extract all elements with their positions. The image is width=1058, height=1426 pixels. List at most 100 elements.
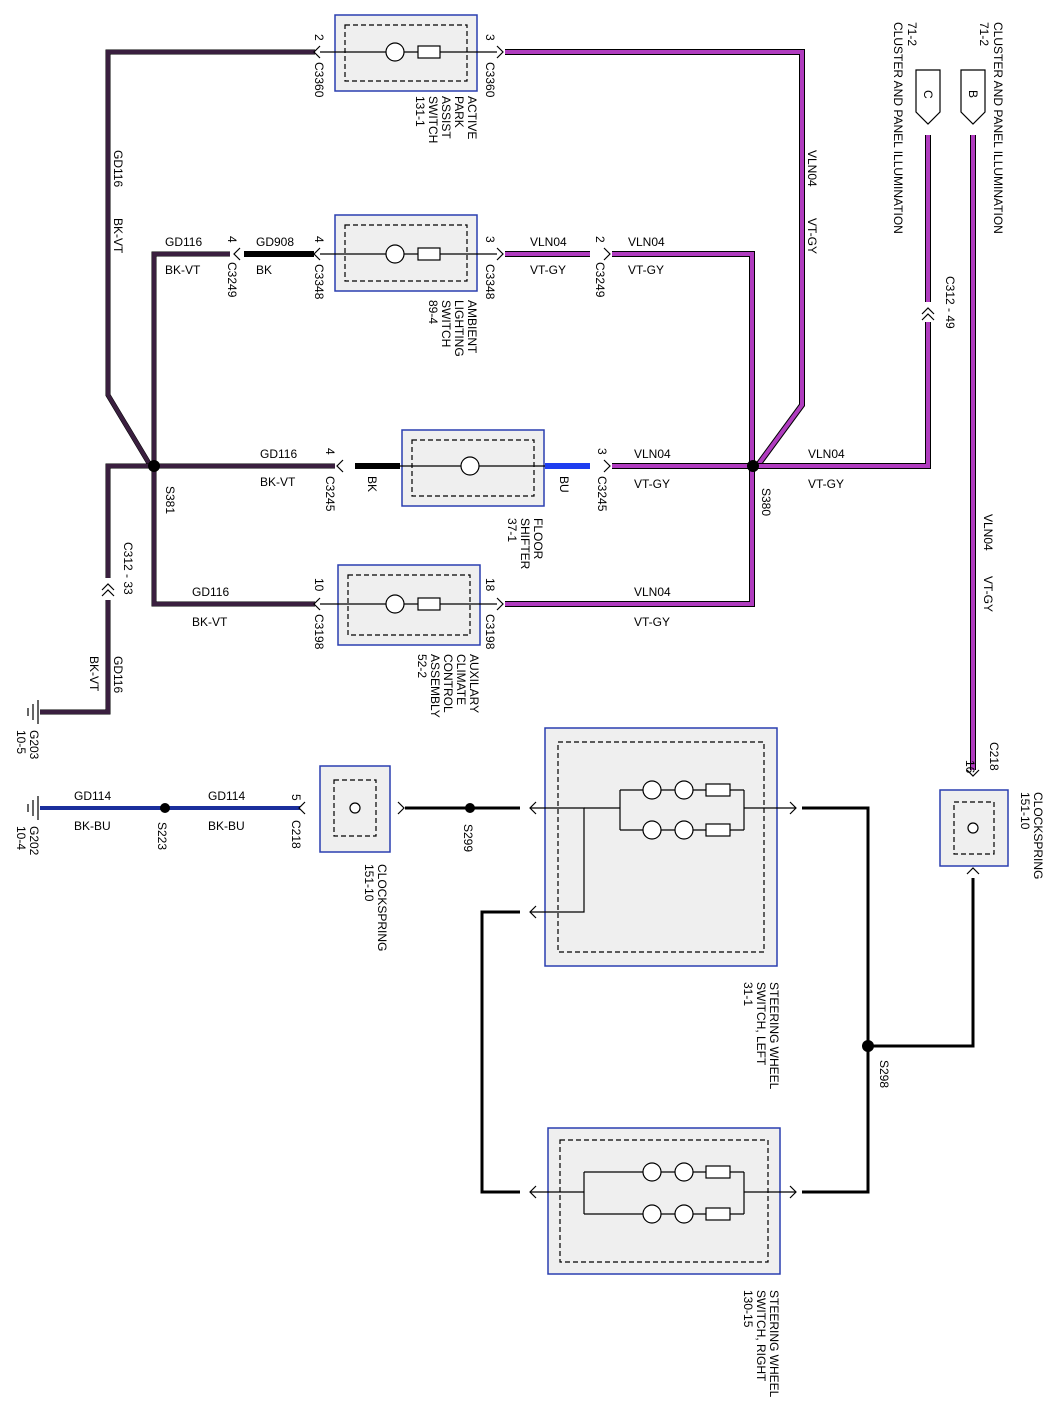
c3249-left-name: C3249 [225, 262, 239, 298]
cs-left-pin: 5 [289, 794, 303, 801]
ambient-wire-bk: BK [256, 263, 272, 277]
ambient-wire-vt-gy-a: VT-GY [530, 263, 566, 277]
offpage-b-label: CLUSTER AND PANEL ILLUMINATION [991, 22, 1005, 234]
sw-left-label-0: STEERING WHEEL [767, 982, 781, 1090]
floor-label-1: SHIFTER [518, 518, 532, 570]
park-label-3: SWITCH [426, 96, 440, 143]
g203-wire-bk-vt: BK-VT [87, 656, 101, 692]
g202-name: G202 [27, 826, 41, 856]
aux-label-3: ASSEMBLY [428, 654, 442, 718]
cs-right-conn: C218 [987, 742, 1001, 771]
splice-s299-label: S299 [461, 824, 475, 852]
floor-conn-left: C3245 [323, 476, 337, 512]
splice-s381 [148, 460, 160, 472]
g202-wire-bk-bu-a: BK-BU [74, 819, 111, 833]
g203-wire-gd116: GD116 [111, 656, 125, 693]
floor-pin-left: 4 [323, 448, 337, 455]
floor-wire-gd116: GD116 [260, 447, 297, 461]
cluster-wire-vt-gy: VT-GY [808, 477, 844, 491]
wire-vln04-park [505, 49, 805, 467]
ground-g202-symbol [27, 796, 39, 820]
park-label-0: ACTIVE [465, 96, 479, 139]
wire-bk-vt-top [105, 49, 315, 467]
wire-label-gd116-top: GD116 [111, 150, 125, 187]
offpage-c-ref: 71-2 [905, 22, 919, 46]
wire-label-vt-gy-right: VT-GY [805, 218, 819, 254]
park-assist-switch [320, 14, 497, 92]
c3249-right-name: C3249 [593, 262, 607, 298]
ambient-wire-vln04-a: VLN04 [530, 235, 567, 249]
aux-climate-control [320, 564, 497, 646]
cluster-wire-vln04: VLN04 [808, 447, 845, 461]
aux-pin-left: 10 [312, 578, 326, 592]
wire-label-vln04-right: VLN04 [805, 150, 819, 187]
aux-wire-gd116: GD116 [192, 585, 229, 599]
c312-33-label: C312 - 33 [121, 542, 135, 595]
cs-right-wire-vln04: VLN04 [981, 514, 995, 551]
cs-left-label-1: 151-10 [362, 864, 376, 902]
aux-wire-vln04: VLN04 [634, 585, 671, 599]
floor-shifter [400, 429, 545, 507]
splice-s298 [862, 1040, 874, 1052]
cs-right-label-1: 151-10 [1018, 792, 1032, 830]
park-label-2: ASSIST [439, 96, 453, 139]
splice-s223 [160, 803, 170, 813]
offpage-b-letter: B [966, 90, 980, 98]
g202-ref: 10-4 [14, 826, 28, 850]
ambient-pin-right: 3 [483, 236, 497, 243]
park-pin-right: 3 [483, 34, 497, 41]
splice-s298-label: S298 [877, 1060, 891, 1088]
wire-vln04-aux [505, 466, 755, 607]
offpage-c-label: CLUSTER AND PANEL ILLUMINATION [891, 22, 905, 234]
wire-return [480, 910, 520, 1194]
cs-left-label-0: CLOCKSPRING [375, 864, 389, 951]
floor-wire-vln04: VLN04 [634, 447, 671, 461]
wire-vln04-ambient [505, 251, 755, 465]
floor-pin-right: 3 [595, 448, 609, 455]
cs-left-conn: C218 [289, 820, 303, 849]
ambient-label-2: SWITCH [439, 300, 453, 347]
steering-wheel-switch-right [530, 1127, 796, 1275]
ambient-lighting-switch [320, 214, 497, 292]
aux-label-1: CLIMATE [454, 654, 468, 705]
wire-bk-vt-ground [40, 463, 152, 715]
sw-left-label-1: SWITCH, LEFT [754, 982, 768, 1066]
g202-wire-bk-bu-b: BK-BU [208, 819, 245, 833]
park-label-1: PARK [452, 96, 466, 128]
aux-wire-vt-gy: VT-GY [634, 615, 670, 629]
ambient-label-0: AMBIENT [465, 300, 479, 354]
g203-name: G203 [27, 730, 41, 760]
park-pin-left: 2 [312, 34, 326, 41]
cs-right-pin: 16 [963, 760, 977, 774]
g202-wire-gd114-a: GD114 [74, 789, 111, 803]
clockspring-left [319, 765, 391, 853]
floor-wire-bk: BK [365, 476, 379, 492]
ambient-label-3: 89-4 [426, 300, 440, 324]
cs-right-label-0: CLOCKSPRING [1031, 792, 1045, 879]
park-conn-left: C3360 [312, 62, 326, 98]
wire-s298-clockspring [868, 878, 975, 1048]
ambient-wire-gd908: GD908 [256, 235, 294, 249]
wire-sw-left-right-out [802, 806, 870, 1194]
ambient-wire-vln04-b: VLN04 [628, 235, 665, 249]
splice-s381-label: S381 [163, 486, 177, 514]
offpage-connector-c: C [915, 69, 941, 125]
park-label-4: 131-1 [413, 96, 427, 127]
wire-bk-vt-aux [151, 466, 315, 607]
ambient-pin-left: 4 [312, 236, 326, 243]
splice-s299 [465, 803, 475, 813]
ambient-wire-gd116: GD116 [165, 235, 202, 249]
splice-s223-label: S223 [155, 822, 169, 850]
aux-label-0: AUXILARY [467, 654, 481, 713]
floor-label-2: 37-1 [505, 518, 519, 542]
aux-label-4: 52-2 [415, 654, 429, 678]
floor-conn-right: C3245 [595, 476, 609, 512]
ambient-conn-left: C3348 [312, 264, 326, 300]
aux-conn-left: C3198 [312, 614, 326, 650]
sw-left-label-2: 31-1 [741, 982, 755, 1006]
cs-right-wire-vt-gy: VT-GY [981, 576, 995, 612]
offpage-connector-b: B [960, 69, 986, 125]
ambient-label-1: LIGHTING [452, 300, 466, 357]
floor-label-0: FLOOR [531, 518, 545, 560]
